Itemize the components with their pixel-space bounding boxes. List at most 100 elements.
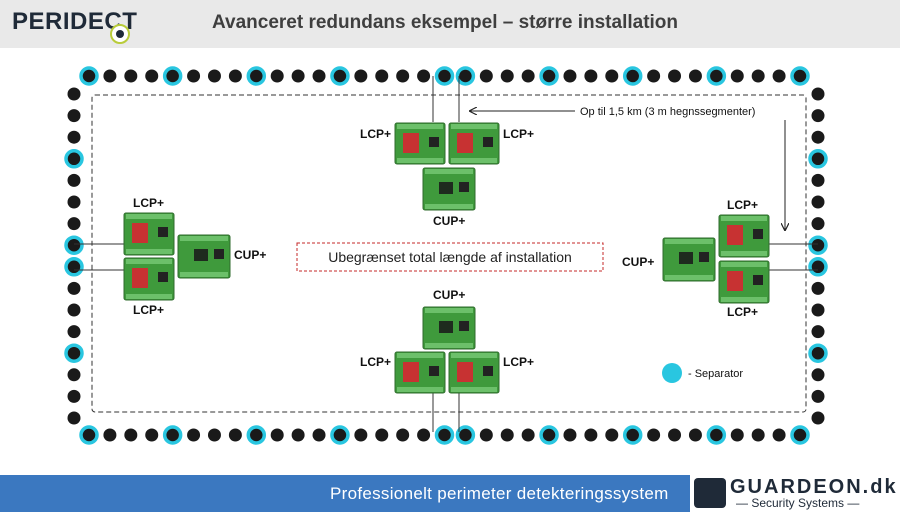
sensor-node bbox=[354, 69, 368, 83]
separator-node bbox=[246, 425, 267, 445]
cup-board bbox=[422, 306, 476, 350]
sensor-node bbox=[647, 69, 661, 83]
sensor-node bbox=[270, 428, 284, 442]
sensor-node bbox=[375, 428, 389, 442]
cup-board bbox=[662, 237, 716, 282]
separator-node bbox=[64, 235, 84, 255]
sensor-node bbox=[605, 69, 619, 83]
sensor-node bbox=[228, 428, 242, 442]
sensor-node bbox=[67, 109, 81, 123]
lcp-board bbox=[718, 260, 770, 304]
cup-label-right: CUP+ bbox=[622, 255, 654, 269]
lcp-board bbox=[394, 351, 446, 394]
sensor-node bbox=[772, 428, 786, 442]
sensor-node bbox=[145, 69, 159, 83]
separator-node bbox=[64, 343, 84, 363]
sensor-node bbox=[207, 69, 221, 83]
slide-title: Avanceret redundans eksempel – større in… bbox=[212, 12, 679, 33]
lcp-label-left-top: LCP+ bbox=[133, 196, 164, 210]
lcp-label-right-top: LCP+ bbox=[727, 198, 758, 212]
sensor-node bbox=[396, 428, 410, 442]
lcp-label-bottom-right: LCP+ bbox=[503, 355, 534, 369]
sensor-node bbox=[563, 428, 577, 442]
separator-node bbox=[79, 425, 99, 445]
sensor-node bbox=[811, 281, 825, 295]
cup-label-bottom: CUP+ bbox=[433, 288, 465, 302]
connection-wires bbox=[74, 76, 818, 432]
separator-node bbox=[162, 425, 183, 445]
sensor-node bbox=[688, 428, 702, 442]
sensor-node bbox=[811, 368, 825, 382]
center-text-box bbox=[296, 242, 604, 272]
lcp-board bbox=[718, 214, 770, 258]
sensor-node bbox=[312, 69, 326, 83]
sensor-node bbox=[772, 69, 786, 83]
center-text: Ubegrænset total længde af installation bbox=[328, 249, 572, 265]
sensor-node bbox=[270, 69, 284, 83]
redundancy-diagram: Op til 1,5 km (3 m hegnssegmenter) Ubegr… bbox=[64, 66, 828, 445]
sensor-node bbox=[500, 69, 514, 83]
legend-separator-icon bbox=[662, 363, 682, 383]
sensor-node bbox=[751, 428, 765, 442]
sensor-node bbox=[688, 69, 702, 83]
sensor-node bbox=[207, 428, 221, 442]
sensor-node bbox=[67, 195, 81, 209]
sensor-node bbox=[103, 428, 117, 442]
lcp-label-left-bottom: LCP+ bbox=[133, 303, 164, 317]
sensor-node bbox=[811, 87, 825, 101]
separator-node bbox=[434, 425, 455, 445]
sensor-node bbox=[67, 281, 81, 295]
sensor-node bbox=[521, 69, 535, 83]
sensor-node bbox=[584, 428, 598, 442]
sensor-node bbox=[647, 428, 661, 442]
separator-node bbox=[455, 425, 476, 445]
footer-text: Professionelt perimeter detekteringssyst… bbox=[330, 484, 669, 503]
sensor-node bbox=[811, 109, 825, 123]
guardeon-logo-icon bbox=[694, 478, 726, 508]
sensor-node bbox=[811, 173, 825, 187]
sensor-node bbox=[375, 69, 389, 83]
sensor-node bbox=[417, 69, 431, 83]
separator-node bbox=[79, 66, 99, 86]
sensor-node bbox=[67, 87, 81, 101]
distance-note: Op til 1,5 km (3 m hegnssegmenter) bbox=[580, 106, 755, 118]
sensor-node bbox=[417, 428, 431, 442]
separator-node bbox=[246, 66, 267, 86]
separator-node bbox=[539, 66, 559, 86]
separator-node bbox=[622, 425, 643, 445]
sensor-node bbox=[354, 428, 368, 442]
sensor-node bbox=[67, 325, 81, 339]
separator-node bbox=[706, 425, 727, 445]
sensor-node bbox=[396, 69, 410, 83]
board-group bbox=[123, 122, 770, 394]
lcp-board bbox=[448, 351, 500, 394]
sensor-node bbox=[187, 428, 201, 442]
perimeter-wire bbox=[91, 94, 807, 413]
guardeon-brand-name: GUARDEON.dk bbox=[730, 476, 898, 498]
separator-node bbox=[706, 66, 727, 86]
peridect-logo-icon bbox=[110, 24, 130, 44]
sensor-node bbox=[187, 69, 201, 83]
cup-label-top: CUP+ bbox=[433, 214, 465, 228]
separator-node bbox=[64, 257, 84, 277]
sensor-node bbox=[730, 428, 744, 442]
sensor-node bbox=[668, 428, 682, 442]
sensor-node bbox=[500, 428, 514, 442]
sensor-node bbox=[67, 411, 81, 425]
separator-node bbox=[162, 66, 183, 86]
header-bar bbox=[0, 0, 900, 48]
sensor-node bbox=[124, 69, 138, 83]
sensor-node bbox=[67, 217, 81, 231]
sensor-node bbox=[124, 428, 138, 442]
sensor-node bbox=[811, 217, 825, 231]
sensor-node bbox=[811, 130, 825, 144]
separator-node bbox=[539, 425, 559, 445]
separator-node bbox=[64, 149, 84, 169]
sensor-node bbox=[145, 428, 159, 442]
lcp-board bbox=[123, 212, 175, 256]
sensor-node bbox=[228, 69, 242, 83]
guardeon-brand-sub: — Security Systems — bbox=[736, 496, 860, 510]
legend-separator-text: - Separator bbox=[688, 368, 743, 380]
sensor-node bbox=[811, 325, 825, 339]
lcp-board bbox=[123, 257, 175, 301]
